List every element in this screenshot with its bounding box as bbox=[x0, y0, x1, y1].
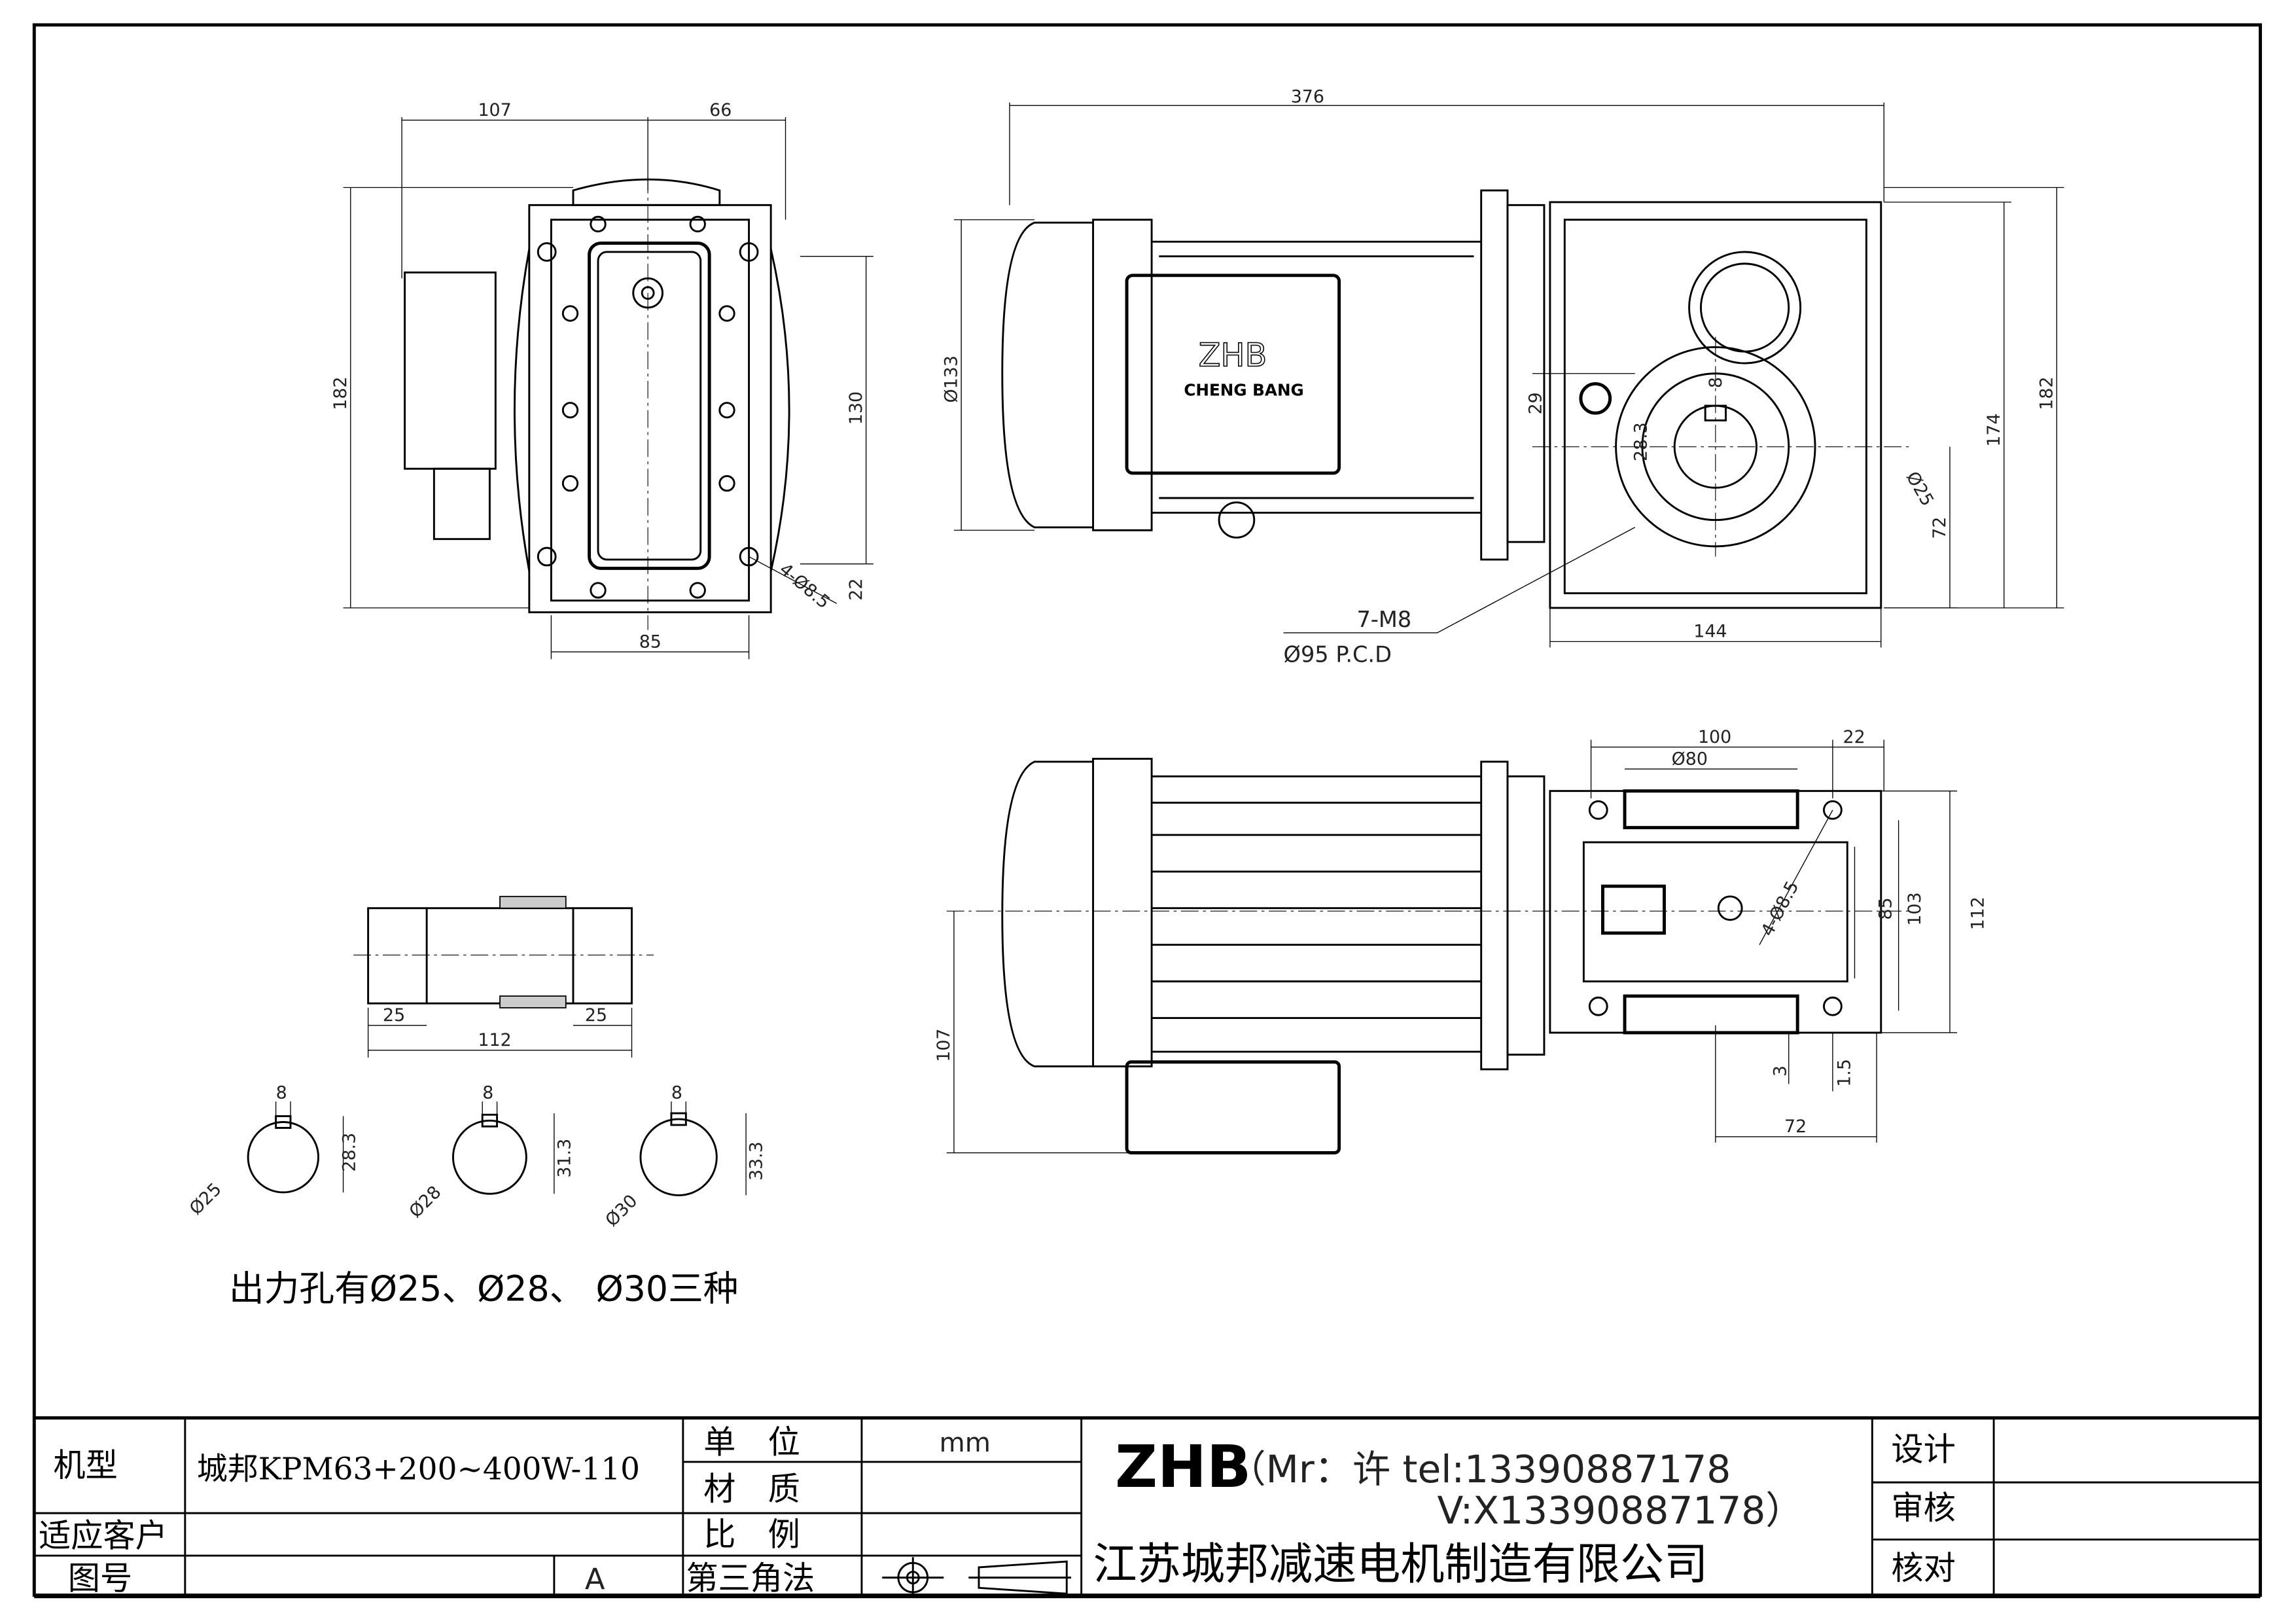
dim-3: 3 bbox=[1770, 1065, 1790, 1077]
keyway-depth: 33.3 bbox=[747, 1141, 767, 1181]
front-view: 107 66 182 130 22 4-Ø8.5 85 bbox=[330, 100, 874, 660]
motor-brand: CHENG BANG bbox=[1184, 380, 1303, 399]
keyway-diameter: Ø30 bbox=[601, 1191, 641, 1231]
dim-107: 107 bbox=[478, 100, 511, 120]
output-bore-note: 出力孔有Ø25、Ø28、 Ø30三种 bbox=[229, 1268, 739, 1310]
revision: A bbox=[585, 1562, 605, 1597]
shaft-dim-25-right: 25 bbox=[585, 1005, 607, 1026]
label-design: 设计 bbox=[1891, 1431, 1955, 1469]
keyway-30: 8 33.3 Ø30 bbox=[601, 1083, 766, 1231]
keyway-28: 8 31.3 Ø28 bbox=[406, 1083, 575, 1222]
unit-value: mm bbox=[940, 1428, 991, 1458]
dim-1-5: 1.5 bbox=[1835, 1059, 1855, 1087]
keyway-diameter: Ø28 bbox=[406, 1182, 446, 1222]
dim-376: 376 bbox=[1291, 87, 1324, 107]
label-7-m8: 7-M8 bbox=[1356, 607, 1411, 632]
dim-85: 85 bbox=[639, 632, 662, 652]
dim-4-holes: 4-Ø8.5 bbox=[775, 560, 834, 613]
drawing-border bbox=[32, 23, 2262, 1597]
dim-22: 22 bbox=[846, 579, 866, 601]
model-value: 城邦KPM63+200~400W-110 bbox=[197, 1452, 640, 1488]
shaft-dim-112: 112 bbox=[478, 1030, 511, 1050]
dim-22-top: 22 bbox=[1843, 727, 1865, 747]
brand-logo: ZHB bbox=[1115, 1433, 1251, 1501]
dim-100: 100 bbox=[1698, 727, 1731, 747]
keyway-width: 8 bbox=[482, 1083, 493, 1103]
company-name: 江苏城邦减速电机制造有限公司 bbox=[1093, 1539, 1708, 1590]
dim-dia-25: Ø25 bbox=[1902, 468, 1937, 509]
label-projection: 第三角法 bbox=[686, 1560, 815, 1597]
title-block: 机型 城邦KPM63+200~400W-110 单 位 mm 材 质 适应客户 … bbox=[34, 1416, 2261, 1599]
keyway-details: 8 28.3 Ø25 8 31.3 Ø28 8 33.3 Ø30 bbox=[186, 1083, 767, 1231]
dim-182-right: 182 bbox=[2037, 376, 2057, 410]
dim-103: 103 bbox=[1905, 892, 1925, 925]
shaft-dim-25-left: 25 bbox=[383, 1005, 405, 1026]
label-material: 材 质 bbox=[703, 1470, 800, 1508]
dim-4-holes-top: 4-Ø8.5 bbox=[1757, 878, 1803, 940]
dim-130: 130 bbox=[846, 391, 866, 425]
contact-wechat: V:X13390887178） bbox=[1438, 1488, 1804, 1533]
third-angle-projection-symbol bbox=[882, 1557, 1071, 1598]
label-scale: 比 例 bbox=[703, 1515, 800, 1553]
keyway-width: 8 bbox=[276, 1083, 287, 1103]
dim-29: 29 bbox=[1525, 392, 1545, 414]
keyway-25: 8 28.3 Ø25 bbox=[186, 1083, 360, 1219]
dim-144: 144 bbox=[1693, 622, 1727, 642]
dim-112-top: 112 bbox=[1968, 897, 1988, 930]
dim-72-top: 72 bbox=[1784, 1116, 1807, 1137]
label-review: 审核 bbox=[1891, 1489, 1955, 1527]
top-view: 100 22 Ø80 4-Ø8.5 85 103 112 107 3 1.5 7… bbox=[934, 727, 1988, 1154]
dim-107-top: 107 bbox=[934, 1028, 954, 1061]
dim-174: 174 bbox=[1984, 413, 2004, 446]
dim-28-3: 28.3 bbox=[1631, 422, 1651, 461]
label-check: 核对 bbox=[1891, 1549, 1955, 1587]
label-customer: 适应客户 bbox=[39, 1517, 168, 1555]
keyway-diameter: Ø25 bbox=[186, 1179, 226, 1219]
label-unit: 单 位 bbox=[703, 1423, 800, 1461]
label-model: 机型 bbox=[53, 1446, 117, 1484]
motor-logo: ZHB bbox=[1199, 336, 1267, 374]
dim-133: Ø133 bbox=[941, 355, 961, 402]
label-drawing-number: 图号 bbox=[68, 1560, 132, 1597]
side-view: ZHB CHENG BANG 376 Ø133 29 8 28.3 Ø25 72… bbox=[941, 87, 2064, 668]
dim-8: 8 bbox=[1706, 377, 1726, 388]
contact-phone: （Mr：许 tel:13390887178 bbox=[1227, 1447, 1731, 1491]
dim-182: 182 bbox=[330, 376, 351, 410]
dim-dia-80: Ø80 bbox=[1672, 749, 1708, 769]
dim-72: 72 bbox=[1930, 517, 1950, 539]
keyway-depth: 31.3 bbox=[555, 1139, 575, 1178]
hollow-shaft-section: 25 112 25 bbox=[353, 895, 654, 1058]
label-pcd: Ø95 P.C.D bbox=[1284, 642, 1392, 668]
dim-85-top: 85 bbox=[1875, 897, 1896, 919]
keyway-depth: 28.3 bbox=[339, 1133, 359, 1172]
dim-66: 66 bbox=[709, 100, 732, 120]
keyway-width: 8 bbox=[671, 1083, 682, 1103]
